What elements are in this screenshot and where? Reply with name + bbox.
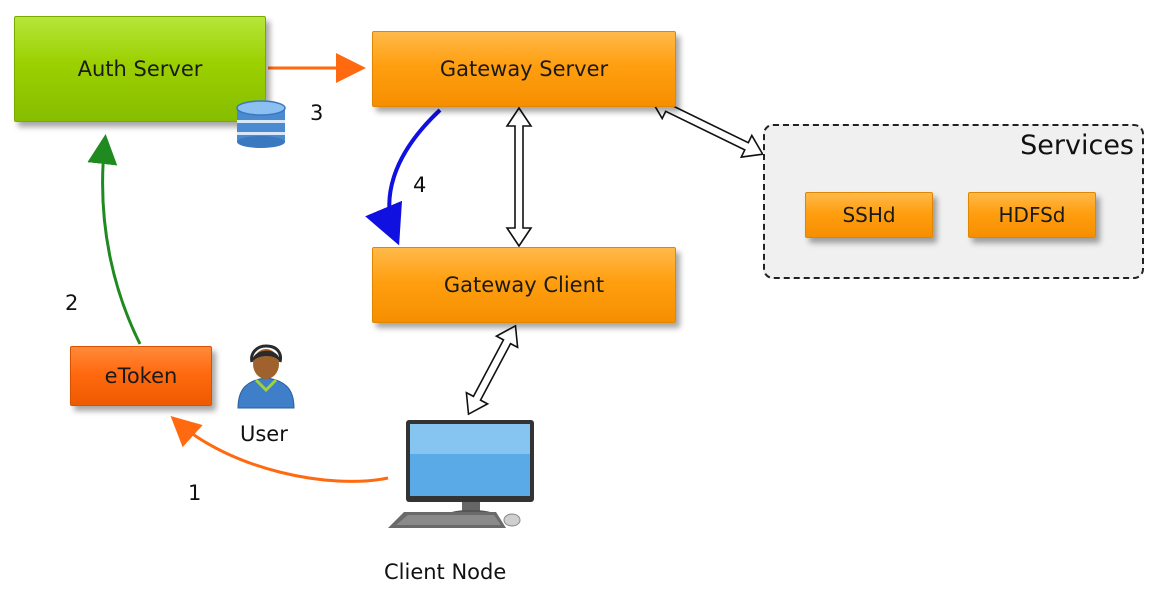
gateway-client-node[interactable]: Gateway Client bbox=[372, 247, 676, 323]
gateway-server-node[interactable]: Gateway Server bbox=[372, 31, 676, 107]
sshd-service-node[interactable]: SSHd bbox=[805, 192, 933, 238]
hdfsd-service-node[interactable]: HDFSd bbox=[968, 192, 1096, 238]
step-1-label: 1 bbox=[188, 481, 202, 505]
double-arrow-client-node bbox=[465, 324, 519, 416]
double-arrow-server-client bbox=[505, 106, 533, 248]
arrow-etoken-to-auth bbox=[87, 134, 142, 345]
client-node-label: Client Node bbox=[384, 560, 507, 584]
auth-server-node[interactable]: Auth Server bbox=[14, 16, 266, 122]
arrow-client-to-etoken bbox=[170, 415, 389, 483]
etoken-node[interactable]: eToken bbox=[70, 346, 212, 406]
services-title: Services bbox=[1020, 130, 1134, 161]
step-2-label: 2 bbox=[65, 291, 79, 315]
user-label: User bbox=[240, 422, 288, 446]
step-3-label: 3 bbox=[310, 101, 324, 125]
arrow-server-to-client bbox=[365, 108, 442, 246]
step-4-label: 4 bbox=[413, 173, 427, 197]
